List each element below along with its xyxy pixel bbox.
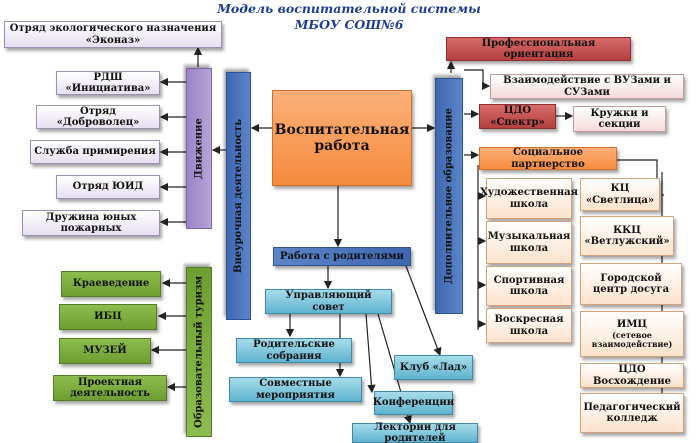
partner-cdo-voskhozhdenie: ЦДО Восхождение	[580, 363, 684, 388]
parents-item-club-lad: Клуб «Лад»	[394, 355, 473, 380]
movement-item-rdsh: РДШ «Инициатива»	[56, 71, 160, 95]
tourism-item-ibc: ИБЦ	[59, 304, 157, 330]
parents-item-lectures: Лектории для родителей	[352, 422, 478, 443]
career-guidance-box: Профессиональная ориентация	[446, 37, 631, 61]
partner-imc-label: ИМЦ	[616, 319, 648, 331]
social-partnership-box: Социальное партнерство	[479, 147, 617, 170]
partner-sports-school: Спортивная школа	[486, 266, 572, 306]
diagram-title-line1: Модель воспитательной системы	[217, 1, 481, 16]
partner-kc-svetlitsa: КЦ «Светлица»	[580, 178, 660, 211]
partner-sunday-school: Воскресная школа	[486, 308, 572, 343]
movement-item-volunteer: Отряд «Доброволец»	[36, 105, 160, 129]
parents-item-joint-events: Совместные мероприятия	[229, 377, 362, 402]
cdo-spectr-box: ЦДО «Спектр»	[479, 104, 556, 129]
tourism-item-projects: Проектная деятельность	[53, 375, 167, 401]
partner-imc: ИМЦ (сетевое взаимодействие)	[580, 311, 684, 357]
tourism-item-local-history: Краеведение	[61, 271, 161, 297]
tourism-column: Образовательный туризм	[186, 267, 212, 437]
movement-item-mediation: Служба примирения	[30, 140, 160, 164]
partner-city-leisure-center: Городской центр досуга	[580, 263, 682, 305]
eco-detachment-box: Отряд экологического назначения «Эконаз»	[4, 21, 222, 48]
movement-item-firefighters: Дружина юных пожарных	[22, 210, 160, 236]
universities-box: Взаимодействие с ВУЗами и СУЗами	[490, 74, 684, 99]
partner-art-school: Художественная школа	[480, 178, 578, 219]
extracurricular-column: Внеурочная деятельность	[226, 72, 251, 320]
partner-music-school: Музыкальная школа	[486, 221, 572, 264]
diagram-title-line2: МБОУ СОШ№6	[294, 17, 404, 32]
tourism-item-museum: МУЗЕЙ	[59, 338, 151, 364]
movement-column: Движение	[186, 68, 212, 229]
partner-pedagogical-college: Педагогический колледж	[580, 393, 684, 433]
council-box: Управляющий совет	[265, 289, 392, 314]
clubs-box: Кружки и секции	[573, 106, 666, 132]
movement-item-yuid: Отряд ЮИД	[56, 175, 160, 199]
parents-item-conferences: Конференции	[373, 391, 454, 415]
parents-item-meetings: Родительские собрания	[236, 338, 352, 363]
additional-education-column: Дополнительное образование	[435, 78, 463, 314]
center-box: Воспитательная работа	[272, 90, 412, 186]
partner-kkc-vetluzhsky: ККЦ «Ветлужский»	[580, 216, 674, 256]
parents-box: Работа с родителями	[273, 247, 411, 266]
partner-imc-note: (сетевое взаимодействие)	[591, 329, 673, 349]
